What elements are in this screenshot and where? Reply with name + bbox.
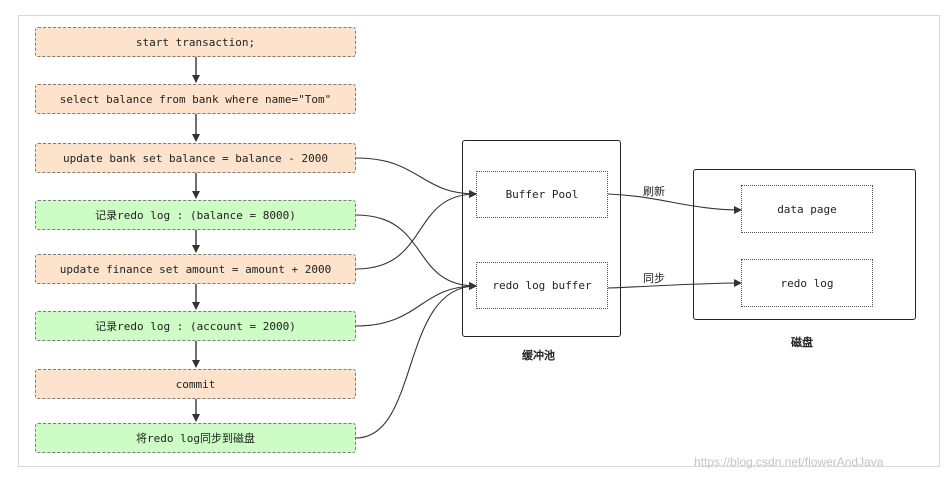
buffer-area-caption: 缓冲池: [522, 349, 555, 362]
redo-log-buffer-box: redo log buffer: [476, 262, 608, 309]
step-record-redo-balance: 记录redo log : (balance = 8000): [35, 200, 356, 230]
step-select-balance: select balance from bank where name="Tom…: [35, 84, 356, 114]
step-update-finance: update finance set amount = amount + 200…: [35, 254, 356, 284]
data-page-box: data page: [741, 185, 873, 233]
step-start-transaction: start transaction;: [35, 27, 356, 57]
flush-label: 刷新: [643, 185, 665, 198]
step-commit: commit: [35, 369, 356, 399]
buffer-pool-box: Buffer Pool: [476, 171, 608, 218]
redo-log-box: redo log: [741, 259, 873, 307]
step-update-bank: update bank set balance = balance - 2000: [35, 143, 356, 173]
step-record-redo-account: 记录redo log : (account = 2000): [35, 311, 356, 341]
step-sync-redo-to-disk: 将redo log同步到磁盘: [35, 423, 356, 453]
credit-text: https://blog.csdn.net/flowerAndJava: [694, 455, 884, 469]
sync-label: 同步: [643, 272, 665, 285]
disk-area-caption: 磁盘: [791, 336, 813, 349]
